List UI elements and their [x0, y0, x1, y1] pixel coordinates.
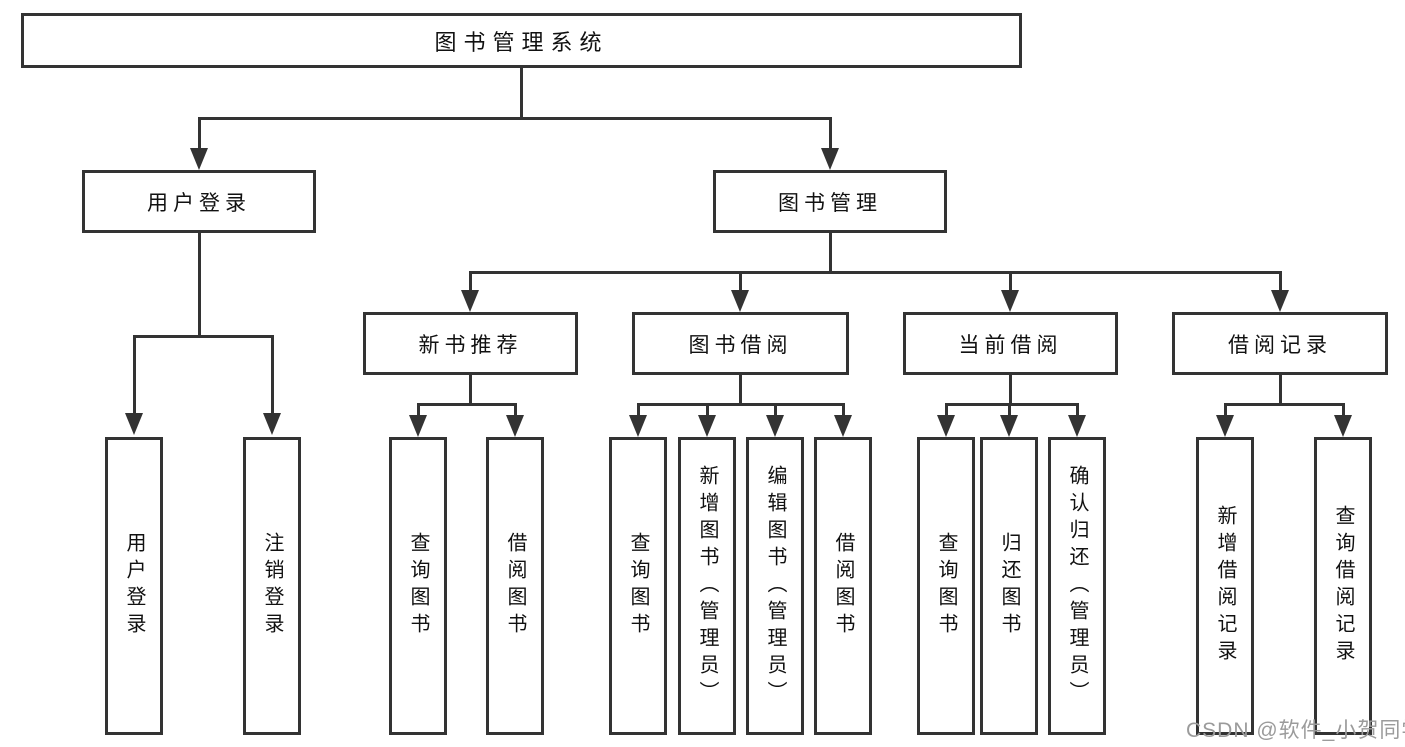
connector-line	[469, 373, 472, 406]
node-borrowing-edit-books-admin: 编辑图书（管理员）	[746, 437, 804, 735]
node-recommend-borrow-books: 借阅图书	[486, 437, 544, 735]
connector-line	[133, 335, 274, 338]
connector-line	[1008, 403, 1011, 417]
node-recommend-query-books: 查询图书	[389, 437, 447, 735]
arrow-down-icon	[125, 413, 143, 435]
arrow-down-icon	[834, 415, 852, 437]
arrow-down-icon	[409, 415, 427, 437]
arrow-down-icon	[821, 148, 839, 170]
node-records-add-record: 新增借阅记录	[1196, 437, 1254, 735]
connector-line	[198, 117, 201, 152]
connector-line	[706, 403, 709, 417]
node-borrowing-add-books-admin: 新增图书（管理员）	[678, 437, 736, 735]
arrow-down-icon	[937, 415, 955, 437]
node-root: 图书管理系统	[21, 13, 1022, 68]
connector-line	[271, 335, 274, 415]
connector-line	[637, 403, 845, 406]
arrow-down-icon	[731, 290, 749, 312]
node-borrowing-records: 借阅记录	[1172, 312, 1388, 375]
connector-line	[1076, 403, 1079, 417]
node-records-query-record: 查询借阅记录	[1314, 437, 1372, 735]
connector-line	[842, 403, 845, 417]
arrow-down-icon	[1001, 290, 1019, 312]
watermark: CSDN @软件_小贺同学	[1186, 719, 1405, 742]
node-book-management: 图书管理	[713, 170, 947, 233]
connector-line	[133, 335, 136, 415]
connector-line	[774, 403, 777, 417]
node-user-login-action: 用户登录	[105, 437, 163, 735]
arrow-down-icon	[1000, 415, 1018, 437]
node-user-login: 用户登录	[82, 170, 316, 233]
node-current-confirm-return-admin: 确认归还（管理员）	[1048, 437, 1106, 735]
arrow-down-icon	[263, 413, 281, 435]
node-book-borrowing: 图书借阅	[632, 312, 849, 375]
node-current-borrowing: 当前借阅	[903, 312, 1118, 375]
node-current-query-books: 查询图书	[917, 437, 975, 735]
node-new-book-recommend: 新书推荐	[363, 312, 578, 375]
connector-line	[514, 403, 517, 417]
connector-line	[198, 231, 201, 338]
arrow-down-icon	[1334, 415, 1352, 437]
connector-line	[945, 403, 948, 417]
arrow-down-icon	[698, 415, 716, 437]
arrow-down-icon	[766, 415, 784, 437]
connector-line	[417, 403, 420, 417]
arrow-down-icon	[461, 290, 479, 312]
node-logout-action: 注销登录	[243, 437, 301, 735]
connector-line	[520, 66, 523, 120]
arrow-down-icon	[1271, 290, 1289, 312]
connector-line	[469, 271, 1282, 274]
connector-line	[1224, 403, 1227, 417]
node-borrowing-query-books: 查询图书	[609, 437, 667, 735]
connector-line	[198, 117, 832, 120]
arrow-down-icon	[1068, 415, 1086, 437]
node-borrowing-borrow-books: 借阅图书	[814, 437, 872, 735]
connector-line	[1224, 403, 1345, 406]
connector-line	[1342, 403, 1345, 417]
connector-line	[945, 403, 1079, 406]
arrow-down-icon	[1216, 415, 1234, 437]
connector-line	[1279, 271, 1282, 293]
arrow-down-icon	[506, 415, 524, 437]
connector-line	[829, 117, 832, 152]
connector-line	[1279, 373, 1282, 406]
arrow-down-icon	[190, 148, 208, 170]
connector-line	[417, 403, 517, 406]
connector-line	[1009, 373, 1012, 406]
connector-line	[637, 403, 640, 417]
connector-line	[739, 373, 742, 406]
connector-line	[469, 271, 472, 293]
connector-line	[829, 231, 832, 273]
node-current-return-books: 归还图书	[980, 437, 1038, 735]
arrow-down-icon	[629, 415, 647, 437]
connector-line	[1009, 271, 1012, 293]
connector-line	[739, 271, 742, 293]
